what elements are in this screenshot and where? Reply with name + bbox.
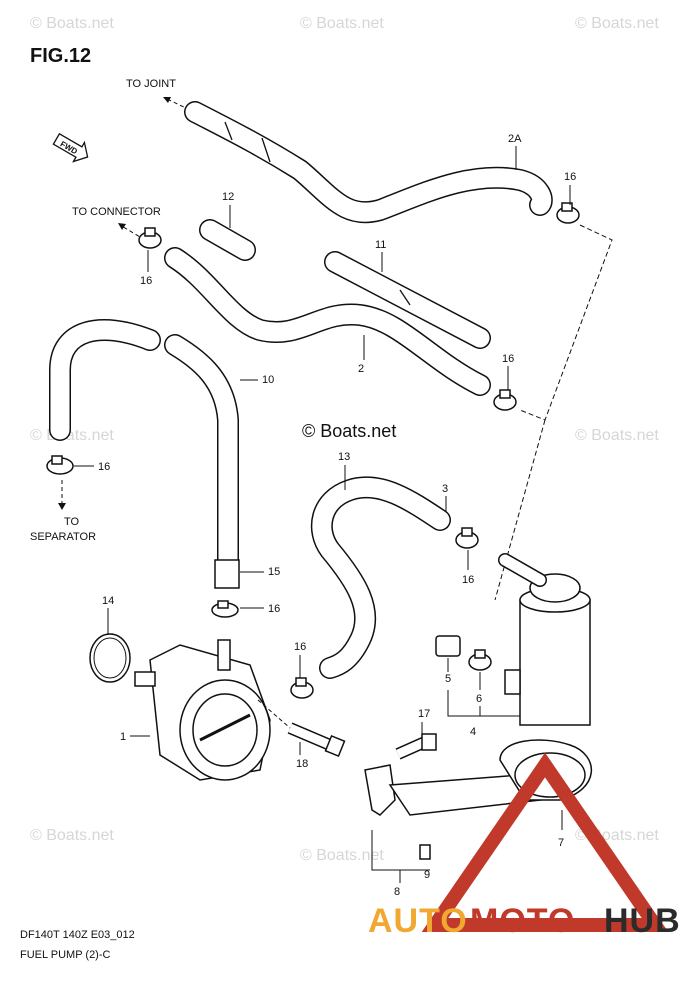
- hose-12: [199, 219, 256, 261]
- leader-line: [494, 419, 546, 601]
- part-number-1: 1: [120, 731, 126, 743]
- autmotohub-logo: AUTO MOTO HUB: [368, 752, 681, 940]
- part-number-16: 16: [502, 353, 514, 365]
- watermark: © Boats.net: [30, 427, 114, 444]
- part-number-2: 2: [358, 363, 364, 375]
- hose-13: [310, 476, 451, 679]
- o-ring-14: [89, 633, 131, 683]
- part-number-8: 8: [394, 886, 400, 898]
- logo-triangle: [421, 752, 669, 932]
- brand-hub: HUB: [604, 902, 681, 940]
- part-number-16: 16: [98, 461, 110, 473]
- part-number-16: 16: [462, 574, 474, 586]
- bolt-17: [395, 733, 437, 760]
- part-number-2a: 2A: [508, 133, 522, 145]
- hose-11: [324, 251, 491, 349]
- clamp-16: [290, 677, 314, 699]
- clamp-6: [468, 649, 492, 671]
- watermark: © Boats.net: [30, 15, 114, 32]
- figure-code: DF140T 140Z E03_012: [20, 929, 135, 941]
- part-number-14: 14: [102, 595, 114, 607]
- part-number-3: 3: [442, 483, 448, 495]
- center-watermark: © Boats.net: [302, 421, 396, 441]
- brand-moto: MOTO: [470, 902, 575, 940]
- leader-line: [519, 224, 613, 421]
- to-connector-label: TO CONNECTOR: [72, 206, 161, 218]
- part-number-4: 4: [470, 726, 476, 738]
- clamp-16: [46, 455, 74, 475]
- hose-separator: [49, 319, 161, 441]
- hose-2: [164, 247, 491, 396]
- part-number-10: 10: [262, 374, 274, 386]
- arrow-head-icon: [118, 223, 126, 230]
- clamp-16: [493, 389, 517, 411]
- clamp-16: [138, 227, 162, 249]
- fitting-5: [435, 635, 461, 657]
- watermark: © Boats.net: [30, 827, 114, 844]
- fwd-arrow-icon: FWD: [52, 132, 89, 163]
- leader-line: [371, 830, 430, 871]
- leader-line: [447, 690, 520, 717]
- bolt-18: [287, 722, 346, 758]
- part-number-11: 11: [375, 239, 386, 251]
- watermark: © Boats.net: [300, 15, 384, 32]
- watermark: © Boats.net: [575, 427, 659, 444]
- hose-10: [164, 334, 239, 571]
- watermark: © Boats.net: [300, 847, 384, 864]
- part-number-7: 7: [558, 837, 564, 849]
- figure-title: FIG.12: [30, 45, 91, 67]
- hose-2a: [184, 101, 553, 224]
- part-number-12: 12: [222, 191, 234, 203]
- clamp-16: [556, 202, 580, 224]
- part-number-16: 16: [564, 171, 576, 183]
- part-number-18: 18: [296, 758, 308, 770]
- part-number-16: 16: [140, 275, 152, 287]
- leader-line: [257, 699, 291, 729]
- to-joint-label: TO JOINT: [126, 78, 176, 90]
- fuel-filter: [498, 553, 591, 726]
- part-number-17: 17: [418, 708, 430, 720]
- arrow-head-icon: [58, 503, 66, 510]
- to-separator-label-line1: TO: [64, 516, 80, 528]
- part-number-6: 6: [476, 693, 482, 705]
- clamp-16: [455, 527, 479, 549]
- pipe-15: [214, 559, 240, 589]
- arrow-head-icon: [163, 97, 171, 103]
- part-number-13: 13: [338, 451, 350, 463]
- to-separator-label-line2: SEPARATOR: [30, 531, 96, 543]
- part-number-16: 16: [268, 603, 280, 615]
- figure-caption: FUEL PUMP (2)-C: [20, 949, 111, 961]
- brand-auto: AUTO: [368, 902, 468, 940]
- o-ring-inner: [93, 637, 127, 679]
- part-number-15: 15: [268, 566, 280, 578]
- part-number-9: 9: [424, 869, 430, 881]
- watermark: © Boats.net: [575, 15, 659, 32]
- clamp-16: [211, 600, 239, 618]
- part-number-5: 5: [445, 673, 451, 685]
- leader-line: [119, 224, 146, 241]
- fuel-pump: [134, 639, 271, 781]
- part-number-16: 16: [294, 641, 306, 653]
